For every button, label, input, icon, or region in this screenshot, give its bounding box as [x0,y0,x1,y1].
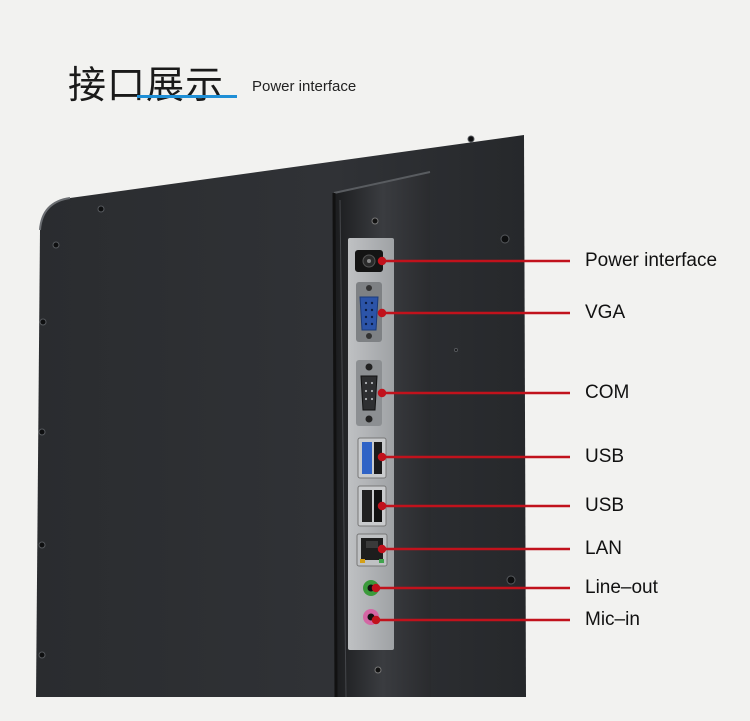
leader-lines [371,256,570,625]
callout-usb-2: USB [585,495,625,516]
page-title: 接口展示 [68,63,225,107]
callout-power-interface: Power interface [585,250,718,271]
callout-usb-1: USB [585,446,625,467]
dc-power-jack [355,250,383,272]
com-port [356,360,382,426]
callout-lan: LAN [585,538,622,559]
callout-com: COM [585,382,630,403]
callout-mic-in: Mic–in [585,609,640,630]
vga-port [356,282,382,342]
title-accent-underline [137,95,237,98]
screw-icon [38,135,516,659]
page-subtitle: Power interface [252,78,357,95]
device-body [36,135,526,697]
callout-vga: VGA [585,302,626,323]
callout-line-out: Line–out [585,577,658,598]
